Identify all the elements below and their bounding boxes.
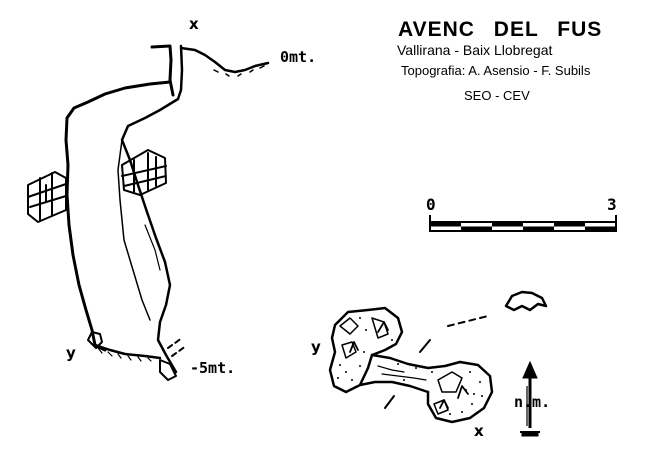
section-marker-x-plan: x <box>474 422 484 440</box>
plan-inner-details <box>339 317 463 415</box>
plan-slope-arrows <box>349 321 469 409</box>
depth-label-top: 0mt. <box>280 48 317 66</box>
plan-passage-top <box>370 353 462 370</box>
profile-inner-line <box>117 139 151 321</box>
left-masonry <box>27 171 67 223</box>
scale-bar <box>429 215 617 232</box>
right-masonry <box>121 149 167 196</box>
profile-left-wall <box>64 80 172 352</box>
survey-group: SEO - CEV <box>464 88 530 103</box>
scale-label-start: 0 <box>426 195 436 214</box>
plan-dashed-link <box>447 315 489 327</box>
plan-passage-inner <box>377 365 427 381</box>
profile-bottom-boulder <box>87 331 103 349</box>
scale-label-end: 3 <box>607 195 617 214</box>
plan-chamber-upper <box>328 306 404 394</box>
section-marker-y-plan: y <box>311 338 321 356</box>
profile-section <box>27 44 270 381</box>
survey-authors: Topografia: A. Asensio - F. Subils <box>401 63 591 78</box>
profile-entrance-right-wall <box>176 44 184 101</box>
profile-floor-hatch <box>97 347 152 362</box>
profile-entrance-left-wall <box>150 44 175 97</box>
north-label: n.m. <box>514 393 551 411</box>
profile-surface-right <box>179 46 270 74</box>
profile-right-wall <box>120 97 180 374</box>
survey-location: Vallirana - Baix Llobregat <box>397 42 553 58</box>
section-marker-x-top: x <box>189 15 199 33</box>
profile-bottom-rock <box>159 359 177 381</box>
survey-title: AVENC DEL FUS <box>398 18 603 41</box>
plan-small-chamber <box>504 290 548 312</box>
profile-bottom-continuation <box>167 337 187 357</box>
plan-chamber-lower <box>426 360 494 424</box>
profile-floor <box>93 343 162 360</box>
depth-label-bottom: -5mt. <box>190 359 236 377</box>
plan-stipple <box>337 317 483 415</box>
north-arrow <box>520 360 540 437</box>
plan-section-line-x <box>384 395 395 409</box>
plan-view <box>328 290 548 424</box>
section-marker-y-left: y <box>66 344 76 362</box>
profile-inner-line-2 <box>144 224 161 271</box>
profile-surface-right-hatch <box>213 65 265 77</box>
plan-section-line-y <box>419 339 431 353</box>
north-arrow-head <box>522 360 538 379</box>
plan-passage-bottom <box>358 380 430 394</box>
